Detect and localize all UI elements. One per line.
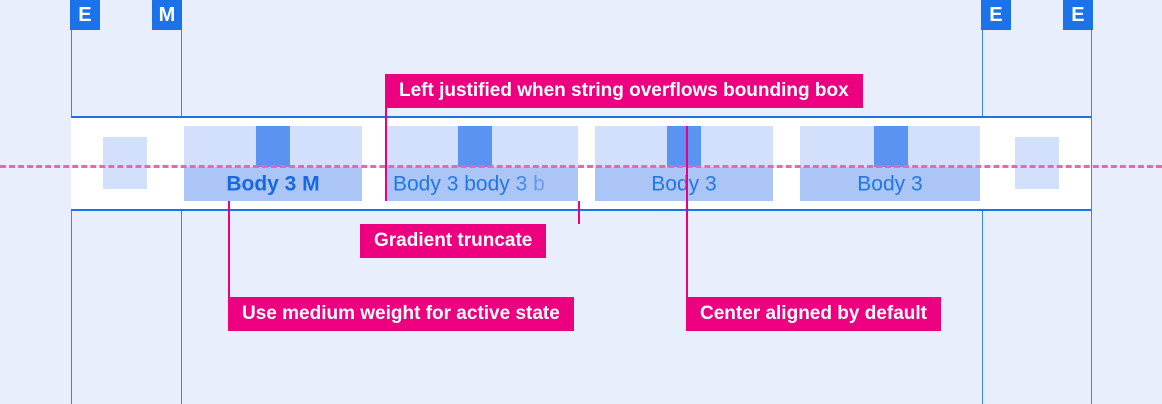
spacing-badge-m-left: M (152, 0, 182, 30)
vertical-guide-card-right (1091, 0, 1092, 404)
note-gradient-truncate: Gradient truncate (360, 224, 547, 258)
left-icon-placeholder (103, 137, 147, 189)
chip-icon-block (458, 126, 492, 167)
tab-chip-active[interactable]: Body 3 M (184, 126, 362, 201)
chip-icon-block (874, 126, 908, 167)
chip-label-text: Body 3 M (226, 172, 320, 196)
leader-line-left-justified (385, 108, 387, 201)
note-left-justified: Left justified when string overflows bou… (385, 74, 863, 108)
chip-label-text: Body 3 body 3 b (393, 172, 545, 196)
spacing-badge-e-right1: E (981, 0, 1011, 30)
tab-chip-overflow[interactable]: Body 3 body 3 b (385, 126, 578, 201)
tab-chip-default-2[interactable]: Body 3 (800, 126, 980, 201)
chip-icon-block (256, 126, 290, 167)
note-medium-weight: Use medium weight for active state (228, 297, 574, 331)
right-icon-placeholder (1015, 137, 1059, 189)
tab-chip-default-1[interactable]: Body 3 (595, 126, 773, 201)
spacing-badge-e-right2: E (1063, 0, 1093, 30)
chip-icon-block (667, 126, 701, 167)
chip-label-band: Body 3 M (184, 167, 362, 201)
chip-label-band: Body 3 body 3 b (385, 167, 578, 201)
leader-line-gradient (578, 201, 580, 224)
chip-label-text: Body 3 (651, 172, 717, 196)
text-baseline-guide (0, 165, 1162, 168)
leader-line-center-aligned (686, 126, 688, 297)
chip-label-band: Body 3 (800, 167, 980, 201)
chip-label-band: Body 3 (595, 167, 773, 201)
leader-line-medium-weight (228, 201, 230, 297)
note-center-aligned: Center aligned by default (686, 297, 941, 331)
chip-label-text: Body 3 (857, 172, 923, 196)
spacing-badge-e-left: E (70, 0, 100, 30)
